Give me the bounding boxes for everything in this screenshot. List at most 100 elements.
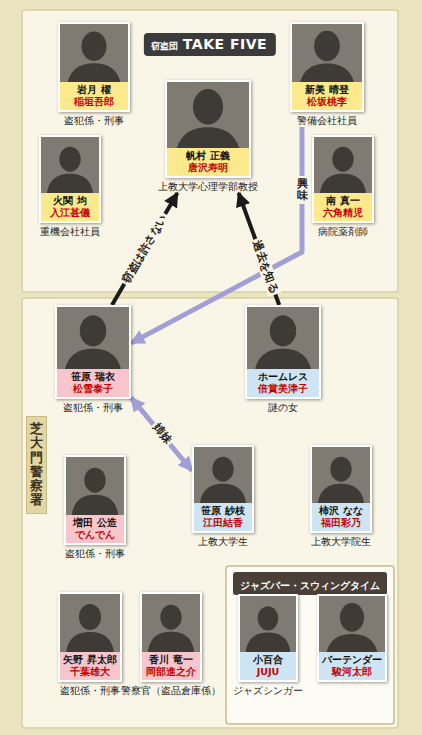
actor-name: 入江甚儀 bbox=[50, 207, 90, 219]
portrait-frame: 笹原 瑞衣松雪泰子 bbox=[55, 305, 131, 399]
portrait-photo bbox=[312, 447, 370, 503]
relation-arrow bbox=[131, 398, 192, 471]
actor-name: 稲垣吾郎 bbox=[74, 96, 114, 108]
portrait-frame: 岩月 櫂稲垣吾郎 bbox=[58, 22, 130, 112]
character-name: 南 真一 bbox=[326, 195, 359, 207]
name-plate: 香川 竜一岡部進之介 bbox=[142, 652, 200, 680]
character-role: 上教大学院生 bbox=[311, 536, 371, 548]
character-name: 香川 竜一 bbox=[149, 654, 192, 666]
actor-name: 福田彩乃 bbox=[321, 517, 361, 529]
character-name: 笹原 瑞衣 bbox=[71, 371, 114, 383]
group-title: TAKE FIVE bbox=[183, 36, 267, 52]
character-role: 上教大学生 bbox=[198, 536, 248, 548]
character-card: 岩月 櫂稲垣吾郎盗犯係・刑事 bbox=[58, 22, 130, 127]
actor-name: 松坂桃李 bbox=[307, 96, 347, 108]
panel-ground bbox=[22, 298, 398, 728]
actor-name: でんでん bbox=[75, 529, 115, 541]
actor-name: 岡部進之介 bbox=[146, 666, 196, 678]
name-plate: 笹原 瑞衣松雪泰子 bbox=[57, 369, 129, 397]
portrait-frame: 香川 竜一岡部進之介 bbox=[140, 592, 202, 682]
character-role: 謎の女 bbox=[268, 402, 298, 414]
portrait-frame: 増田 公造でんでん bbox=[64, 455, 126, 545]
group-panel: 窃盗団TAKE FIVE岩月 櫂稲垣吾郎盗犯係・刑事帆村 正義唐沢寿明上教大学心… bbox=[22, 10, 398, 292]
panel-ground bbox=[226, 566, 394, 724]
name-plate: 南 真一六角精児 bbox=[314, 193, 372, 221]
character-name: 矢野 昇太郎 bbox=[63, 654, 116, 666]
character-name: 増田 公造 bbox=[73, 517, 116, 529]
group-panel: 芝大門警察署 笹原 瑞衣松雪泰子盗犯係・刑事 ホームレス倍賞美津子謎の女笹原 紗枝江… bbox=[22, 298, 398, 728]
name-plate: 新美 晴登松坂桃李 bbox=[292, 82, 362, 110]
character-name: 笹原 紗枝 bbox=[201, 505, 244, 517]
character-name: 岩月 櫂 bbox=[77, 84, 110, 96]
character-role: 警察官（盗品倉庫係） bbox=[121, 685, 221, 697]
character-role: 盗犯係・刑事 bbox=[60, 685, 120, 697]
character-card: 南 真一六角精児病院薬剤師 bbox=[312, 135, 374, 238]
name-plate: 柿沢 なな福田彩乃 bbox=[312, 503, 370, 531]
portrait-photo bbox=[247, 307, 319, 369]
group-tag: 芝大門警察署 bbox=[26, 416, 47, 514]
character-card: バーテンダー駿河太郎 bbox=[317, 594, 387, 682]
character-card: 矢野 昇太郎千葉雄大盗犯係・刑事 bbox=[58, 592, 122, 697]
actor-name: 唐沢寿明 bbox=[188, 162, 228, 174]
portrait-photo bbox=[60, 24, 128, 82]
character-name: 火関 均 bbox=[53, 195, 86, 207]
name-plate: 岩月 櫂稲垣吾郎 bbox=[60, 82, 128, 110]
relation-label: 興味 bbox=[296, 175, 309, 203]
character-card: 柿沢 なな福田彩乃上教大学院生 bbox=[310, 445, 372, 548]
portrait-frame: 柿沢 なな福田彩乃 bbox=[310, 445, 372, 533]
character-role: ジャズシンガー bbox=[233, 685, 303, 697]
portrait-frame: 火関 均入江甚儀 bbox=[39, 135, 101, 223]
portrait-photo bbox=[41, 137, 99, 193]
portrait-photo bbox=[57, 307, 129, 369]
character-card: 帆村 正義唐沢寿明上教大学心理学部教授 bbox=[157, 80, 259, 193]
character-card: ホームレス倍賞美津子謎の女 bbox=[245, 305, 321, 414]
name-plate: バーテンダー駿河太郎 bbox=[319, 652, 385, 680]
character-name: バーテンダー bbox=[322, 654, 382, 666]
name-plate: 帆村 正義唐沢寿明 bbox=[167, 148, 249, 176]
portrait-photo bbox=[319, 596, 385, 652]
name-plate: 小百合JUJU bbox=[240, 652, 296, 680]
actor-name: 倍賞美津子 bbox=[258, 383, 308, 395]
portrait-photo bbox=[314, 137, 372, 193]
portrait-photo bbox=[194, 447, 252, 503]
character-card: 香川 竜一岡部進之介警察官（盗品倉庫係） bbox=[120, 592, 222, 697]
portrait-frame: 南 真一六角精児 bbox=[312, 135, 374, 223]
portrait-frame: バーテンダー駿河太郎 bbox=[317, 594, 387, 682]
name-plate: 火関 均入江甚儀 bbox=[41, 193, 99, 221]
portrait-frame: ホームレス倍賞美津子 bbox=[245, 305, 321, 399]
character-name: ホームレス bbox=[258, 371, 308, 383]
portrait-frame: 小百合JUJU bbox=[238, 594, 298, 682]
actor-name: 千葉雄大 bbox=[70, 666, 110, 678]
actor-name: 江田結香 bbox=[203, 517, 243, 529]
character-role: 盗犯係・刑事 bbox=[65, 548, 125, 560]
portrait-photo bbox=[292, 24, 362, 82]
character-name: 柿沢 なな bbox=[319, 505, 362, 517]
character-role: 病院薬剤師 bbox=[318, 226, 368, 238]
group-tag: 窃盗団 TAKE FIVE bbox=[144, 33, 276, 56]
character-card: 新美 晴登松坂桃李警備会社社員 bbox=[290, 22, 364, 127]
character-card: 火関 均入江甚儀重機会社社員 bbox=[39, 135, 101, 238]
group-title: 窃盗団 bbox=[151, 40, 178, 53]
portrait-photo bbox=[240, 596, 296, 652]
character-role: 重機会社社員 bbox=[40, 226, 100, 238]
name-plate: 笹原 紗枝江田結香 bbox=[194, 503, 252, 531]
group-panel: ジャズバー・スウィングタイム小百合JUJU ジャズシンガー バーテンダー駿河太郎 bbox=[226, 566, 394, 724]
actor-name: JUJU bbox=[257, 666, 280, 678]
character-name: 帆村 正義 bbox=[186, 150, 229, 162]
portrait-photo bbox=[167, 82, 249, 148]
character-role: 上教大学心理学部教授 bbox=[158, 181, 258, 193]
character-card: 増田 公造でんでん盗犯係・刑事 bbox=[64, 455, 126, 560]
group-title: 芝大門警察署 bbox=[30, 422, 43, 508]
actor-name: 駿河太郎 bbox=[332, 666, 372, 678]
actor-name: 六角精児 bbox=[323, 207, 363, 219]
name-plate: 矢野 昇太郎千葉雄大 bbox=[60, 652, 120, 680]
panel-ground bbox=[22, 10, 398, 292]
character-role: 盗犯係・刑事 bbox=[63, 402, 123, 414]
portrait-frame: 新美 晴登松坂桃李 bbox=[290, 22, 364, 112]
character-role: 盗犯係・刑事 bbox=[64, 115, 124, 127]
group-tag: ジャズバー・スウィングタイム bbox=[233, 572, 387, 595]
portrait-frame: 矢野 昇太郎千葉雄大 bbox=[58, 592, 122, 682]
portrait-frame: 笹原 紗枝江田結香 bbox=[192, 445, 254, 533]
character-name: 小百合 bbox=[253, 654, 283, 666]
portrait-frame: 帆村 正義唐沢寿明 bbox=[165, 80, 251, 178]
